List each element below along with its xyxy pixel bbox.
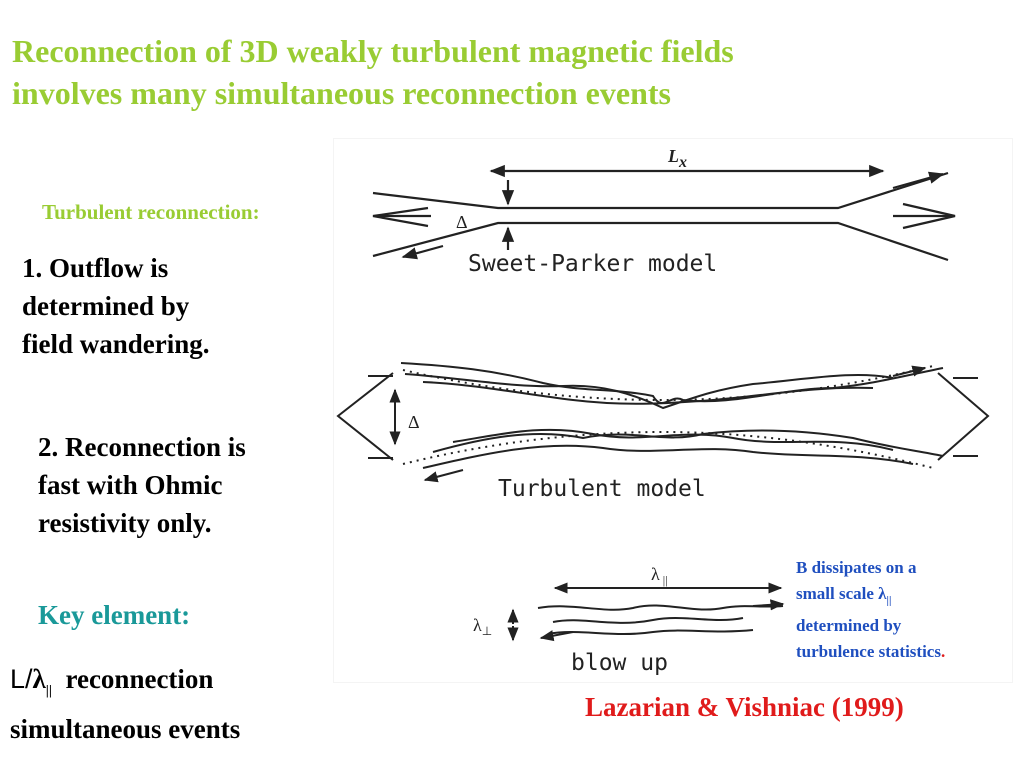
turb-lower-arrow [423, 469, 464, 483]
title-line-2: involves many simultaneous reconnection … [12, 75, 671, 111]
turb-field-line-5 [452, 428, 894, 451]
formula-lambda-sub: || [45, 683, 52, 699]
turb-right-bracket [937, 372, 990, 461]
lx-label: Lx [667, 146, 687, 171]
delta-label-turb: Δ [408, 412, 420, 432]
note-line4-text: turbulence statistics [796, 642, 941, 662]
formula-line2: simultaneous events [10, 714, 241, 745]
turb-field-line-6 [422, 444, 914, 469]
point1-line3: field wandering. [22, 329, 210, 359]
blowup-field-line-2 [552, 617, 744, 624]
point1-line2: determined by [22, 291, 190, 321]
blowup-field-line-1 [537, 604, 784, 611]
formula-line1: L/λ|| reconnection [10, 660, 340, 710]
turbulent-reconnection-heading: Turbulent reconnection: [42, 200, 260, 224]
turbulent-panel [336, 362, 990, 483]
point2-line2: fast with Ohmic [38, 470, 223, 500]
turb-field-line-3 [422, 381, 874, 405]
right-outflow-chevron [902, 202, 956, 230]
formula-word: reconnection [65, 664, 214, 694]
sp-upper-field-line [372, 171, 949, 210]
key-formula: L/λ|| reconnection simultaneous events [10, 660, 340, 748]
dissipation-note: B dissipates on a small scale λ|| determ… [796, 555, 1016, 665]
blow-up-label: blow up [571, 650, 668, 676]
formula-L: L/ [10, 664, 33, 694]
blowup-field-line-3 [547, 629, 754, 635]
note-line2-text: small scale [796, 584, 879, 603]
note-period: . [940, 642, 946, 662]
left-outflow-chevron [372, 206, 429, 228]
turb-field-line-2 [404, 373, 894, 410]
sweet-parker-panel [372, 164, 956, 262]
citation: Lazarian & Vishniac (1999) [585, 692, 904, 722]
lambda-par-label: λ|| [651, 564, 668, 587]
sp-lower-inflow-arrow [401, 244, 444, 260]
blowup-upper-arrow [752, 599, 785, 611]
point-outflow: 1. Outflow is determined by field wander… [22, 249, 322, 363]
turb-left-bracket [336, 372, 394, 461]
reconnection-diagram: Lx Δ Sweet-Parker model Δ Turbulent mode… [336, 146, 990, 676]
note-line2: small scale λ|| [796, 581, 1016, 613]
turb-field-line-1 [400, 362, 944, 404]
lambda-perp-label: λ⊥ [473, 615, 492, 638]
point2-line3: resistivity only. [38, 508, 212, 538]
formula-lambda: λ [32, 664, 46, 694]
delta-label-sp: Δ [456, 212, 468, 232]
reconnection-figure: Lx Δ Sweet-Parker model Δ Turbulent mode… [333, 138, 1013, 683]
point1-line1: 1. Outflow is [22, 253, 169, 283]
point2-line1: 2. Reconnection is [38, 432, 246, 462]
sweet-parker-label: Sweet-Parker model [468, 251, 717, 277]
note-line3: determined by [796, 616, 902, 636]
note-line1: B dissipates on a [796, 558, 917, 577]
note-line4: turbulence statistics. [796, 639, 1016, 665]
note-lambda-sub: || [886, 594, 892, 607]
note-lambda: λ [878, 584, 887, 603]
key-element-label: Key element: [38, 600, 191, 630]
slide-title: Reconnection of 3D weakly turbulent magn… [12, 30, 1012, 114]
blowup-panel [507, 582, 785, 642]
sp-upper-outflow-arrow [892, 171, 945, 190]
sp-lower-field-line [372, 221, 949, 262]
title-line-1: Reconnection of 3D weakly turbulent magn… [12, 33, 734, 69]
turbulent-model-label: Turbulent model [498, 476, 706, 502]
blowup-lower-arrow [539, 630, 574, 642]
point-fast-reconnection: 2. Reconnection is fast with Ohmic resis… [38, 428, 328, 542]
turb-upper-arrow [892, 365, 927, 377]
